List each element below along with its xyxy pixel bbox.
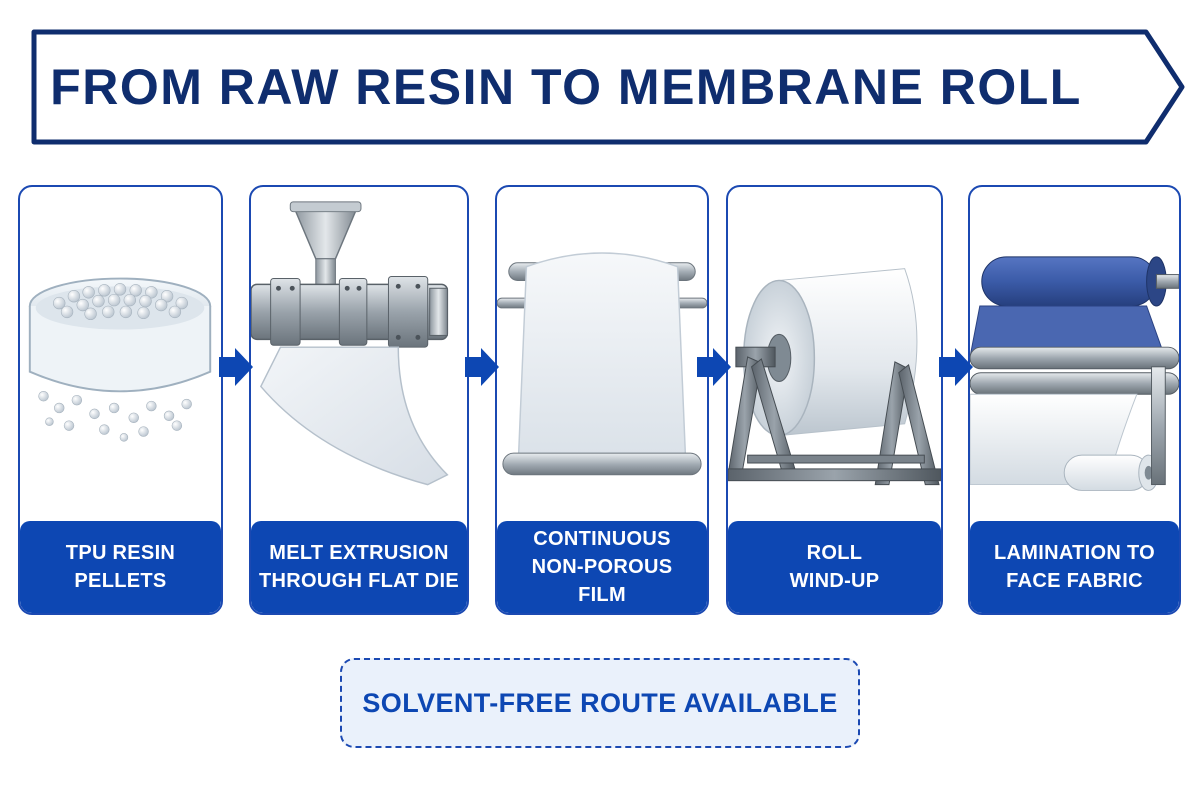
arrow-right-icon [465,348,499,386]
step-label-lamination: LAMINATION TO FACE FABRIC [970,521,1179,613]
step-label-roll-wind-up: ROLL WIND-UP [728,521,941,613]
extruder-machine-icon [251,201,449,486]
step-label-continuous-film: CONTINUOUS NON-POROUS FILM [497,521,707,613]
step-label-text: ROLL WIND-UP [789,542,880,592]
step-label-text: LAMINATION TO FACE FABRIC [994,542,1155,592]
step-card-resin-pellets: TPU RESIN PELLETS [18,185,223,615]
step-card-continuous-film: CONTINUOUS NON-POROUS FILM [495,185,709,615]
step-label-text: CONTINUOUS NON-POROUS FILM [531,528,673,606]
film-roll-stand-icon [728,268,941,486]
lamination-rollers-icon [970,256,1179,491]
step-label-melt-extrusion: MELT EXTRUSION THROUGH FLAT DIE [251,521,467,613]
step-card-melt-extrusion: MELT EXTRUSION THROUGH FLAT DIE [249,185,469,615]
arrow-right-icon [939,348,973,386]
step-card-roll-wind-up: ROLL WIND-UP [726,185,943,615]
step-label-text: TPU RESIN PELLETS [65,542,176,592]
title-banner [31,29,1185,145]
resin-pellets-dish-icon [28,277,212,442]
arrow-right-icon [697,348,731,386]
page-title: FROM RAW RESIN TO MEMBRANE ROLL [50,59,1082,115]
note-text: SOLVENT-FREE ROUTE AVAILABLE [362,687,838,718]
step-label-text: MELT EXTRUSION THROUGH FLAT DIE [259,542,459,592]
solvent-free-note: SOLVENT-FREE ROUTE AVAILABLE [340,658,860,748]
arrow-right-icon [219,348,253,386]
film-sheet-rollers-icon [497,252,707,476]
step-label-resin-pellets: TPU RESIN PELLETS [20,521,221,613]
step-card-lamination: LAMINATION TO FACE FABRIC [968,185,1181,615]
